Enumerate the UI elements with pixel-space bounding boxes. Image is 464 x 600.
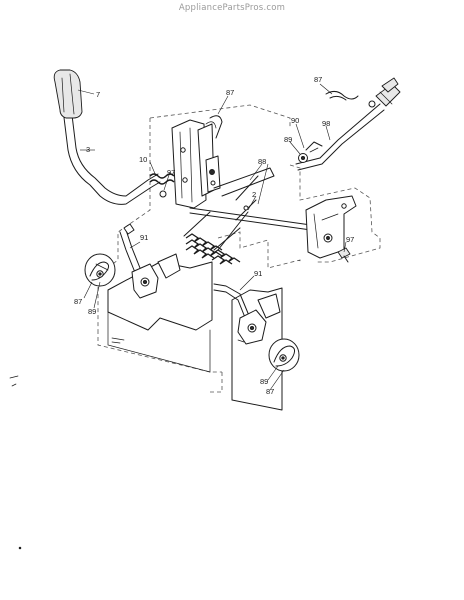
callout-87-bottom: 87: [266, 387, 274, 396]
callout-10: 10: [139, 155, 147, 164]
bolt-97: [337, 247, 351, 263]
callout-89-rod: 89: [284, 135, 292, 144]
callout-89-right: 89: [260, 377, 268, 386]
callout-89-left: 89: [88, 307, 96, 316]
callout-leaders: [77, 83, 347, 391]
lift-shaft: [189, 167, 319, 232]
callout-91-left: 91: [140, 233, 148, 242]
callout-87-right: 87: [314, 75, 322, 84]
callout-90: 90: [291, 116, 299, 125]
callout-98: 98: [322, 119, 330, 128]
lift-bracket: [171, 115, 223, 209]
lift-springs: [183, 199, 257, 265]
handle-grip: [53, 69, 83, 119]
left-lift-link: [119, 223, 181, 299]
callout-91-right: 91: [254, 269, 262, 278]
washer-and-pin: [298, 141, 323, 163]
callout-87-top: 87: [226, 88, 234, 97]
right-clip-detail: [268, 338, 300, 372]
right-lift-link: [213, 283, 281, 345]
left-clip-detail: [84, 253, 116, 287]
adjusting-rod: [295, 77, 401, 171]
callout-97-left: 97: [167, 168, 175, 177]
scan-artifacts: [9, 375, 22, 550]
callout-87-left: 87: [74, 297, 82, 306]
mower-deck-housing: [107, 261, 283, 411]
callout-2: 2: [252, 190, 256, 199]
callout-7: 7: [96, 90, 100, 99]
watermark-text: AppliancePartsPros.com: [178, 3, 286, 13]
small-spring: [149, 173, 175, 198]
callout-3: 3: [86, 145, 90, 154]
callout-97-right: 97: [346, 235, 354, 244]
hairpin-clip-top-right: [325, 90, 359, 101]
callout-88: 88: [258, 157, 266, 166]
right-lift-bracket: [305, 195, 357, 259]
